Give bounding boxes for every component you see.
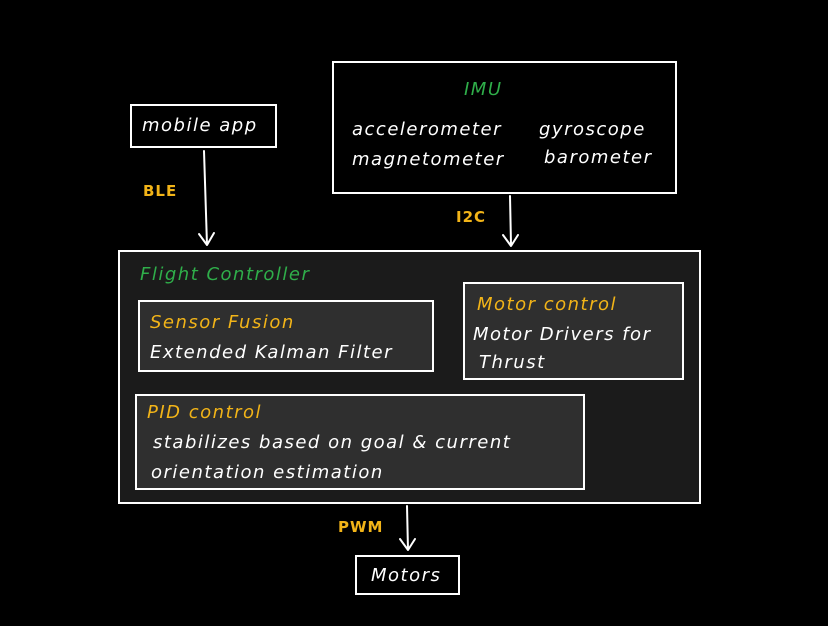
flight-controller-title: Flight Controller — [140, 264, 311, 285]
imu-box: IMU accelerometer gyroscope magnetometer… — [332, 61, 677, 194]
sensor-fusion-desc: Extended Kalman Filter — [150, 342, 393, 363]
imu-magnetometer: magnetometer — [352, 149, 505, 170]
imu-title: IMU — [464, 79, 503, 100]
motor-control-box: Motor control Motor Drivers for Thrust — [463, 282, 684, 380]
motor-control-title: Motor control — [477, 294, 618, 315]
ble-label: BLE — [143, 182, 178, 200]
i2c-label: I2C — [456, 208, 487, 226]
flight-controller-box: Flight Controller Sensor Fusion Extended… — [118, 250, 701, 504]
fc-to-motors-arrow — [399, 505, 416, 551]
mobile-app-label: mobile app — [142, 115, 258, 136]
imu-accelerometer: accelerometer — [352, 119, 503, 140]
motor-control-desc-line2: Thrust — [479, 352, 546, 373]
sensor-fusion-title: Sensor Fusion — [150, 312, 295, 333]
pid-control-desc-line2: orientation estimation — [151, 462, 384, 483]
pid-control-desc-line1: stabilizes based on goal & current — [153, 432, 512, 453]
mobile-to-fc-arrow — [198, 150, 215, 246]
motors-label: Motors — [371, 565, 442, 586]
sensor-fusion-box: Sensor Fusion Extended Kalman Filter — [138, 300, 434, 372]
pid-control-title: PID control — [147, 402, 263, 423]
imu-to-fc-arrow — [502, 195, 519, 247]
motor-control-desc-line1: Motor Drivers for — [473, 324, 652, 345]
mobile-app-box: mobile app — [130, 104, 277, 148]
motors-box: Motors — [355, 555, 460, 595]
imu-gyroscope: gyroscope — [539, 119, 646, 140]
imu-barometer: barometer — [544, 147, 653, 168]
pwm-label: PWM — [338, 518, 384, 536]
pid-control-box: PID control stabilizes based on goal & c… — [135, 394, 585, 490]
